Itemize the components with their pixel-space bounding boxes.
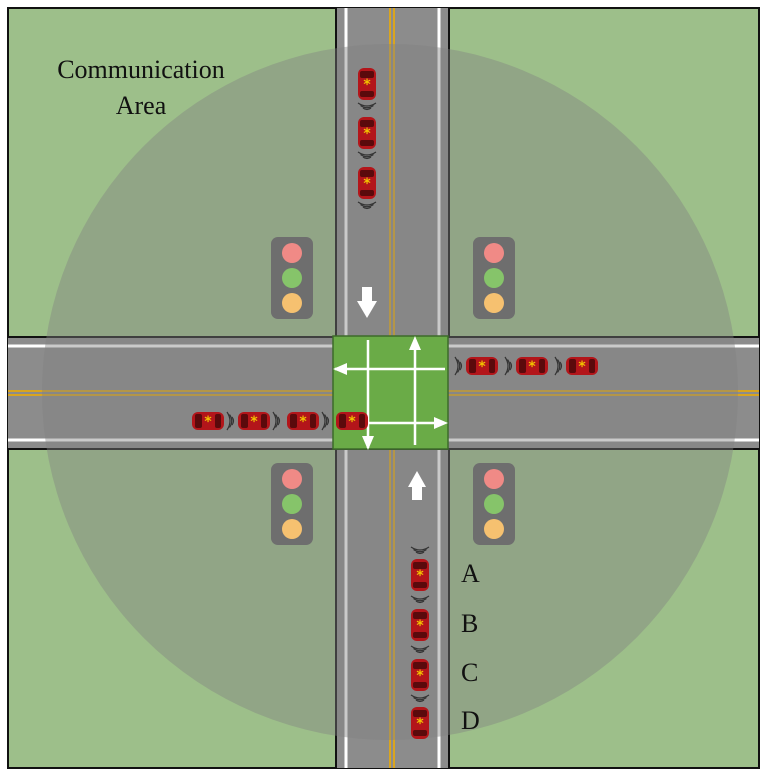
traffic-light-icon [473, 237, 515, 319]
car-icon [411, 659, 429, 691]
vehicle-label-a: A [461, 559, 480, 588]
car-icon [287, 412, 319, 430]
arrow-up-icon [409, 336, 421, 350]
arrow-down-icon [362, 436, 374, 450]
arrow-left-icon [333, 363, 347, 375]
communication-area-label-line2: Area [115, 91, 167, 120]
southbound-arrow-icon [357, 287, 377, 318]
vehicle-label-c: C [461, 658, 479, 687]
car-icon [566, 357, 598, 375]
car-icon [358, 117, 376, 149]
car-icon [411, 609, 429, 641]
traffic-light-icon [473, 463, 515, 545]
car-icon [336, 412, 368, 430]
car-icon [411, 559, 429, 591]
vehicle-label-d: D [461, 706, 480, 735]
intersection-box [332, 335, 449, 450]
traffic-light-icon [271, 237, 313, 319]
westbound-platoon [454, 356, 598, 376]
car-icon [411, 707, 429, 739]
communication-area-label-line1: Communication [57, 55, 225, 84]
vehicle-label-b: B [461, 609, 479, 638]
arrow-right-icon [434, 417, 448, 429]
car-icon [192, 412, 224, 430]
northbound-arrow-icon [408, 471, 426, 500]
car-icon [516, 357, 548, 375]
car-icon [358, 167, 376, 199]
southbound-platoon [357, 68, 377, 210]
car-icon [466, 357, 498, 375]
traffic-light-icon [271, 463, 313, 545]
car-icon [238, 412, 270, 430]
communication-area-label: Communication Area [36, 52, 246, 124]
car-icon [358, 68, 376, 100]
